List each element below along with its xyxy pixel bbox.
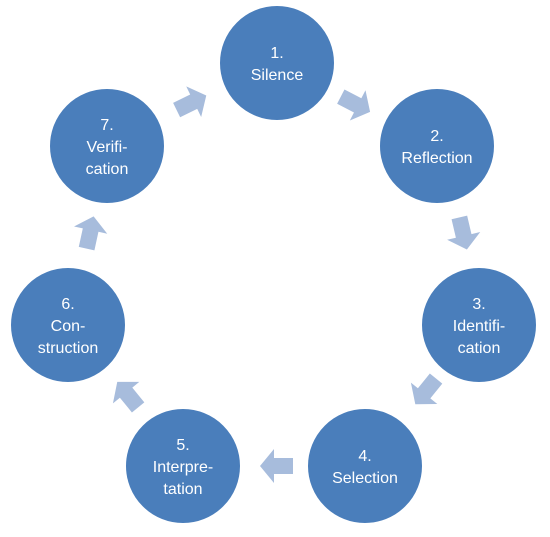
arrow-1-to-2 <box>337 89 371 121</box>
node-4: 4. Selection <box>306 407 424 525</box>
node-circle <box>420 266 538 384</box>
node-label-line: 6. <box>61 296 74 313</box>
node-label-line: tation <box>163 481 202 498</box>
node-label-line: Interpre- <box>153 459 213 476</box>
node-label-line: cation <box>86 161 129 178</box>
node-label: 2. Reflection <box>401 128 472 167</box>
node-label: 6. Con-struction <box>38 296 98 357</box>
node-label-line: Selection <box>332 470 398 487</box>
node-circle <box>218 4 336 122</box>
node-label-line: 1. <box>270 45 283 62</box>
node-label-line: 3. <box>472 296 485 313</box>
node-label-line: struction <box>38 340 98 357</box>
arrows-layer <box>74 86 481 483</box>
node-3: 3. Identifi-cation <box>420 266 538 384</box>
node-2: 2. Reflection <box>378 87 496 205</box>
arrow-3-to-4 <box>410 373 443 405</box>
node-5: 5. Interpre-tation <box>124 407 242 525</box>
node-label-line: Con- <box>51 318 86 335</box>
node-circle <box>48 87 166 205</box>
node-circle <box>9 266 127 384</box>
arrow-6-to-7 <box>74 216 108 251</box>
arrow-7-to-1 <box>173 86 207 118</box>
arrow-4-to-5 <box>260 449 293 483</box>
arrow-2-to-3 <box>447 215 481 250</box>
node-label-line: Silence <box>251 67 304 84</box>
node-label: 1. Silence <box>251 45 304 84</box>
node-label-line: Verifi- <box>87 139 128 156</box>
node-7: 7. Verifi-cation <box>48 87 166 205</box>
node-label-line: 5. <box>176 437 189 454</box>
node-label: 4. Selection <box>332 448 398 487</box>
node-circle <box>306 407 424 525</box>
node-circle <box>124 407 242 525</box>
node-label: 7. Verifi-cation <box>86 117 129 178</box>
node-label-line: cation <box>458 340 501 357</box>
node-label: 5. Interpre-tation <box>153 437 213 498</box>
node-1: 1. Silence <box>218 4 336 122</box>
node-6: 6. Con-struction <box>9 266 127 384</box>
node-label: 3. Identifi-cation <box>453 296 505 357</box>
node-label-line: 7. <box>100 117 113 134</box>
nodes-layer: 1. Silence 2. Reflection 3. Identifi-cation 4.… <box>9 4 538 525</box>
node-label-line: Reflection <box>401 150 472 167</box>
node-circle <box>378 87 496 205</box>
arrow-5-to-6 <box>112 381 145 413</box>
node-label-line: 2. <box>430 128 443 145</box>
node-label-line: 4. <box>358 448 371 465</box>
node-label-line: Identifi- <box>453 318 505 335</box>
